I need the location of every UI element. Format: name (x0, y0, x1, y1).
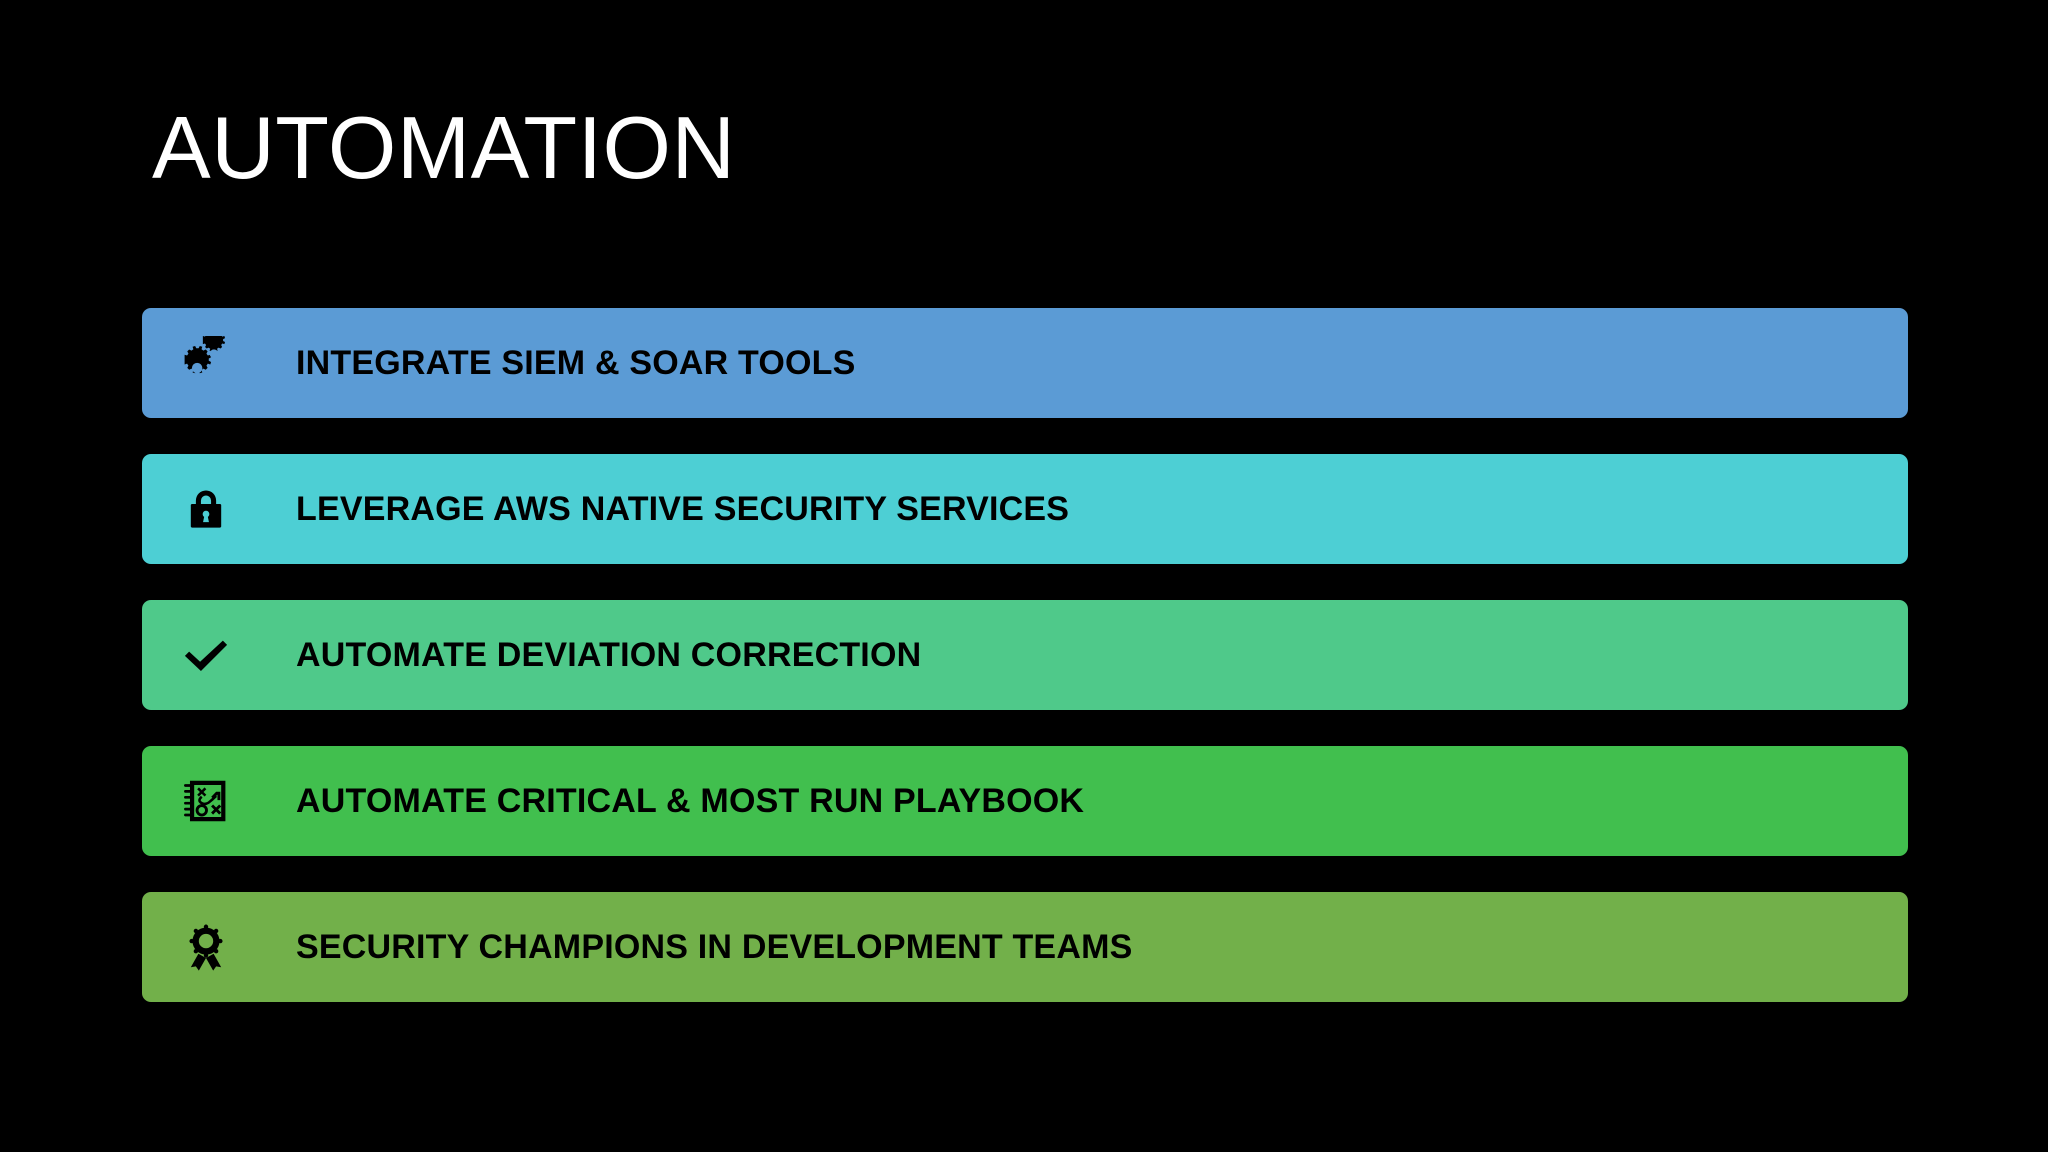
page-title: AUTOMATION (152, 98, 736, 197)
checkmark-icon (170, 619, 242, 691)
list-item-leverage-aws-native-security-services[interactable]: LEVERAGE AWS NATIVE SECURITY SERVICES (142, 454, 1908, 564)
award-ribbon-icon (170, 911, 242, 983)
list-item-integrate-siem-soar-tools[interactable]: INTEGRATE SIEM & SOAR TOOLS (142, 308, 1908, 418)
list-item-label: INTEGRATE SIEM & SOAR TOOLS (296, 344, 856, 382)
list-item-label: AUTOMATE CRITICAL & MOST RUN PLAYBOOK (296, 782, 1085, 820)
list-item-security-champions-in-development-teams[interactable]: SECURITY CHAMPIONS IN DEVELOPMENT TEAMS (142, 892, 1908, 1002)
list-item-label: SECURITY CHAMPIONS IN DEVELOPMENT TEAMS (296, 928, 1133, 966)
gears-icon (170, 327, 242, 399)
list-item-label: AUTOMATE DEVIATION CORRECTION (296, 636, 922, 674)
playbook-icon (170, 765, 242, 837)
padlock-icon (170, 473, 242, 545)
list-item-automate-deviation-correction[interactable]: AUTOMATE DEVIATION CORRECTION (142, 600, 1908, 710)
list-item-automate-critical-most-run-playbook[interactable]: AUTOMATE CRITICAL & MOST RUN PLAYBOOK (142, 746, 1908, 856)
list-item-label: LEVERAGE AWS NATIVE SECURITY SERVICES (296, 490, 1070, 528)
automation-item-list: INTEGRATE SIEM & SOAR TOOLS LEVERAGE AWS… (142, 308, 1908, 1002)
